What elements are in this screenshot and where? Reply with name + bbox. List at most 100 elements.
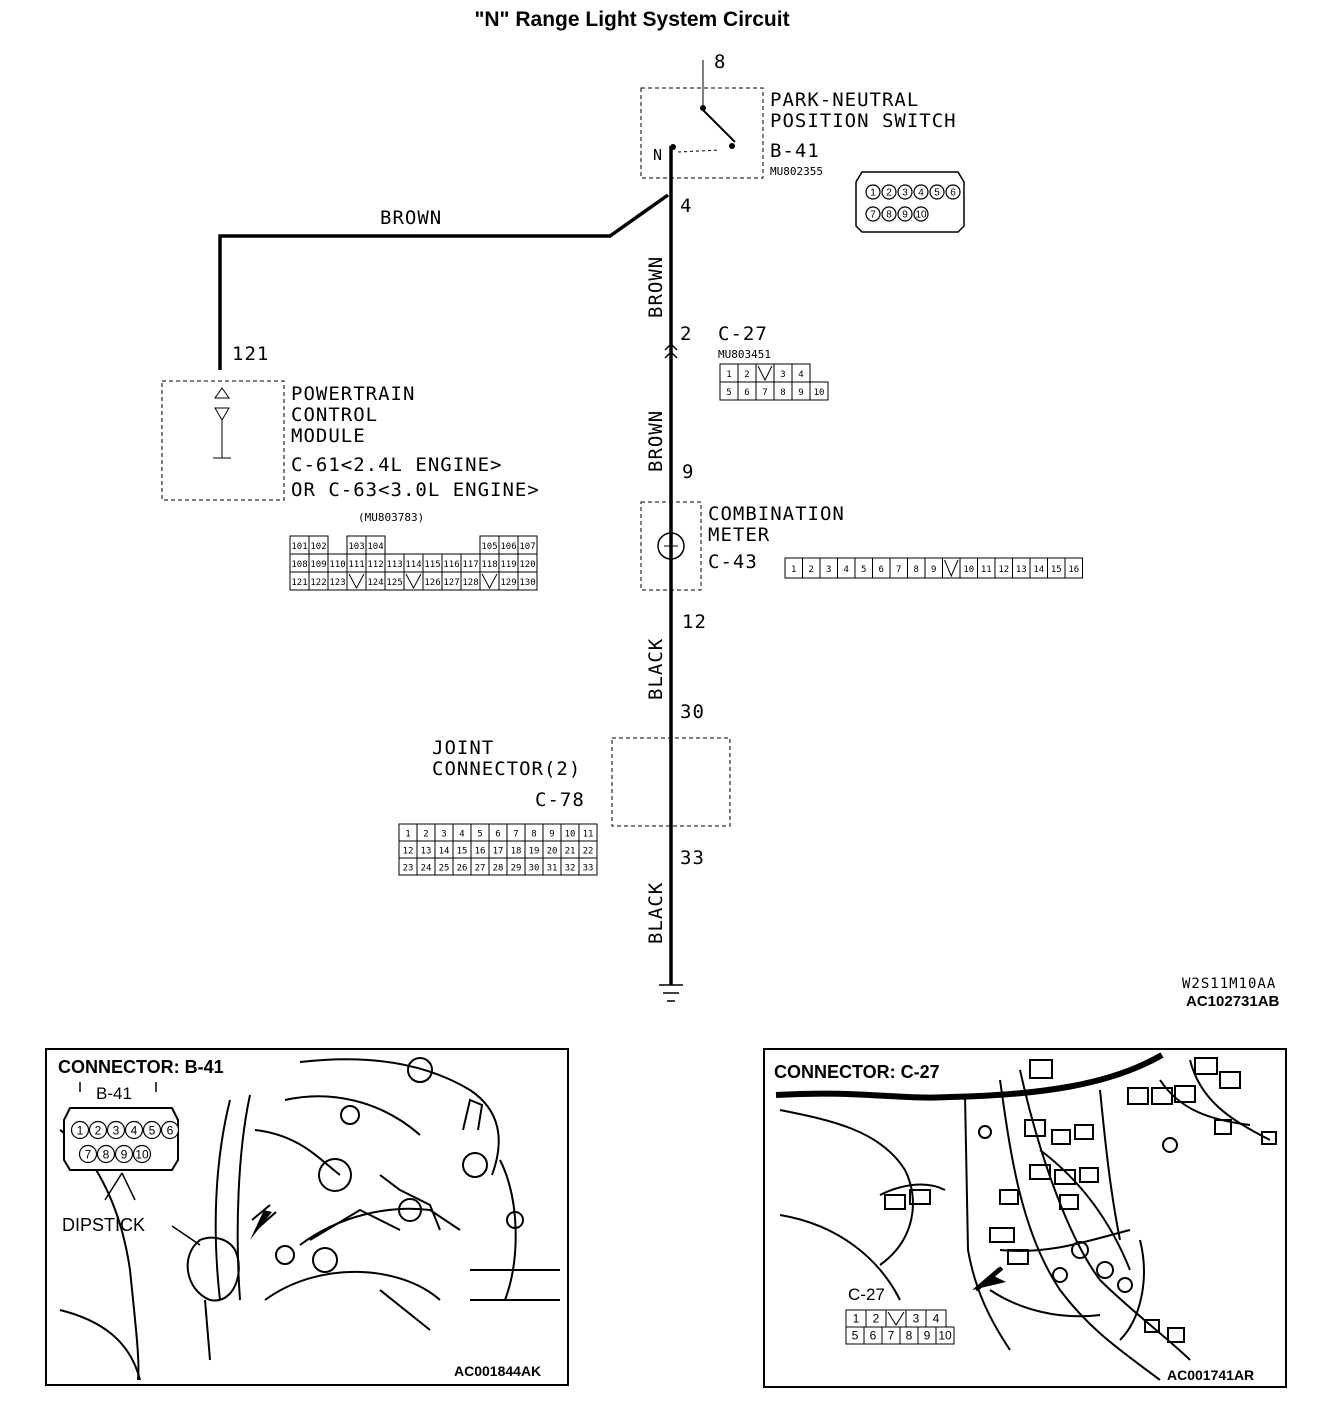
- pcm-pin-label: 108: [291, 560, 307, 570]
- joint-pin-label: 25: [439, 864, 450, 874]
- dipstick-label: DIPSTICK: [62, 1215, 145, 1235]
- joint-pin-in: 30: [680, 701, 705, 723]
- ref-code: W2S11M10AA: [1182, 976, 1276, 992]
- c27-pin-label: 5: [726, 388, 731, 398]
- meter-pin-label: 4: [844, 565, 849, 575]
- pcm-pin-label: 116: [443, 560, 459, 570]
- meter-pin-in: 9: [682, 461, 694, 483]
- meter-pin-label: 7: [896, 565, 901, 575]
- joint-pin-label: 1: [405, 830, 410, 840]
- joint-pin-label: 23: [403, 864, 414, 874]
- joint-pin-label: 19: [529, 847, 540, 857]
- joint-pin-label: 27: [475, 864, 486, 874]
- b41-photo-pin: [106, 1120, 126, 1140]
- pcm-pin-label: 102: [310, 542, 326, 552]
- switch-pin-top: 8: [714, 51, 726, 73]
- b41-photo-pin: [124, 1120, 144, 1140]
- wire-label-brown-1: BROWN: [645, 256, 667, 318]
- b41-photo-pin: [142, 1120, 162, 1140]
- joint-pin-label: 32: [565, 864, 576, 874]
- joint-pin-label: 7: [513, 830, 518, 840]
- b41-face-pin-label: 4: [918, 188, 924, 199]
- pcm-pin-label: 110: [329, 560, 345, 570]
- joint-pin-label: 17: [493, 847, 504, 857]
- pcm-pin-label: 104: [367, 542, 383, 552]
- joint-pin-label: 33: [583, 864, 594, 874]
- joint-pin-label: 30: [529, 864, 540, 874]
- c27-key-mark: [757, 365, 773, 382]
- meter-pin-label: 12: [998, 565, 1009, 575]
- pcm-line2: CONTROL: [291, 404, 378, 426]
- pcm-pin-label: 126: [424, 578, 440, 588]
- joint-pin-label: 4: [459, 830, 464, 840]
- c27-photo-pin-label: 9: [924, 1329, 931, 1343]
- pcm-pin-label: 106: [500, 542, 516, 552]
- joint-line1: JOINT: [432, 737, 494, 759]
- pcm-pin-label: 114: [405, 560, 421, 570]
- meter-pin-label: 2: [809, 565, 814, 575]
- panel-right-code: AC001741AR: [1167, 1367, 1254, 1383]
- meter-pin-label: 16: [1068, 565, 1079, 575]
- c27-photo-pin-label: 5: [852, 1329, 859, 1343]
- b41-photo-pin-label: 2: [95, 1123, 102, 1137]
- pcm-pin-label: 129: [500, 578, 516, 588]
- pcm-pin-label: 105: [481, 542, 497, 552]
- c27-pin: 2: [680, 323, 692, 345]
- joint-pin-label: 11: [583, 830, 594, 840]
- panel-left-code: AC001844AK: [454, 1363, 541, 1379]
- b41-face-pin-label: 1: [870, 188, 876, 199]
- meter-pin-out: 12: [682, 611, 707, 633]
- panel-left-conn-label: B-41: [96, 1084, 132, 1103]
- b41-photo-pin-label: 1: [77, 1123, 84, 1137]
- c27-code: C-27: [718, 323, 768, 345]
- b41-face-pin-label: 5: [934, 188, 940, 199]
- meter-pin-label: 11: [981, 565, 992, 575]
- c27-photo-pin-label: 3: [913, 1312, 920, 1326]
- c27-pin-label: 10: [814, 388, 825, 398]
- b41-photo-pin: [132, 1144, 152, 1164]
- b41-photo-pin-label: 7: [85, 1147, 92, 1161]
- c27-pin-label: 6: [744, 388, 749, 398]
- b41-face-pin-label: 3: [902, 188, 908, 199]
- c27-photo-key-mark: [887, 1311, 905, 1326]
- c27-photo-pin-label: 6: [870, 1329, 877, 1343]
- c27-cell: [809, 381, 829, 401]
- joint-pin-label: 22: [583, 847, 594, 857]
- pcm-pin-label: 123: [329, 578, 345, 588]
- meter-cell: [1064, 557, 1083, 579]
- b41-photo-pin: [96, 1144, 116, 1164]
- c27-pin-label: 7: [762, 388, 767, 398]
- b41-photo-pin-label: 10: [135, 1147, 149, 1161]
- meter-pin-label: 10: [963, 565, 974, 575]
- diagram-title: "N" Range Light System Circuit: [474, 8, 789, 31]
- joint-line2: CONNECTOR(2): [432, 758, 581, 780]
- wire-label-brown-2: BROWN: [645, 410, 667, 472]
- meter-pin-label: 1: [791, 565, 796, 575]
- meter-line1: COMBINATION: [708, 503, 845, 525]
- b41-photo-pin-label: 6: [167, 1123, 174, 1137]
- b41-face-pin-label: 7: [870, 210, 876, 221]
- pcm-cell: [308, 535, 329, 555]
- switch-pin-out: 4: [680, 195, 692, 217]
- pcm-pin-label: 113: [386, 560, 402, 570]
- c27-photo-pin-label: 8: [906, 1329, 913, 1343]
- joint-cell: [578, 857, 598, 876]
- b41-face-pin: [929, 184, 945, 200]
- joint-pin-label: 14: [439, 847, 450, 857]
- pcm-pin-label: 109: [310, 560, 326, 570]
- pcm-line5: OR C-63<3.0L ENGINE>: [291, 479, 540, 501]
- pcm-pin-label: 119: [500, 560, 516, 570]
- b41-photo-pin: [114, 1144, 134, 1164]
- wire-label-brown-top: BROWN: [380, 207, 442, 229]
- pcm-pin-label: 101: [291, 542, 307, 552]
- b41-face-pin: [897, 184, 913, 200]
- pcm-cell: [517, 535, 538, 555]
- pcm-key-mark: [481, 573, 498, 590]
- pcm-pin-label: 107: [519, 542, 535, 552]
- pcm-line1: POWERTRAIN: [291, 383, 415, 405]
